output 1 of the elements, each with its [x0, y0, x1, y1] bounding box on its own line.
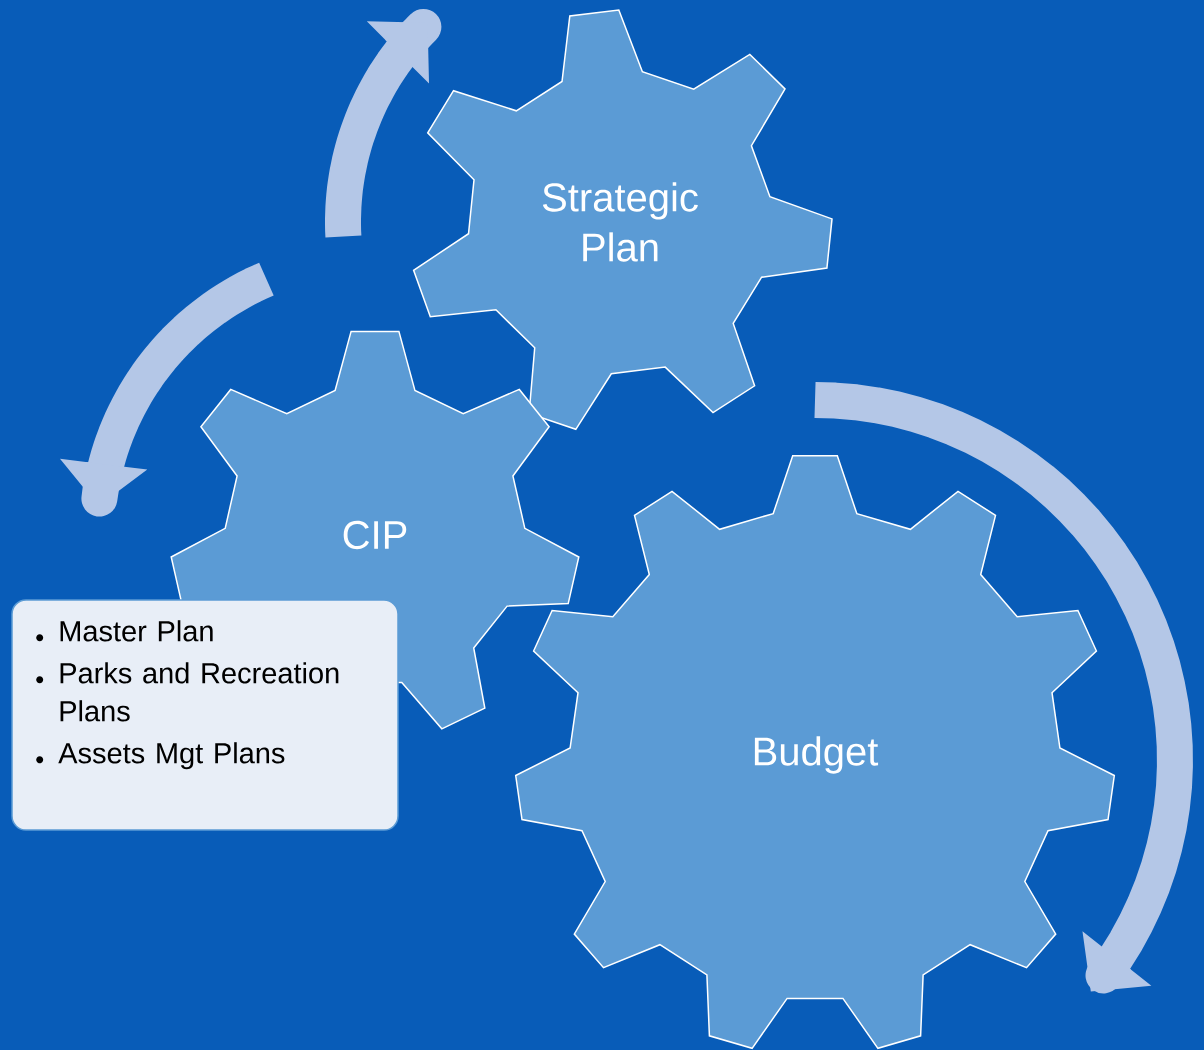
- bullet-list-box: Master Plan Parks and Recreation Plans Assets Mgt Plans: [11, 599, 399, 831]
